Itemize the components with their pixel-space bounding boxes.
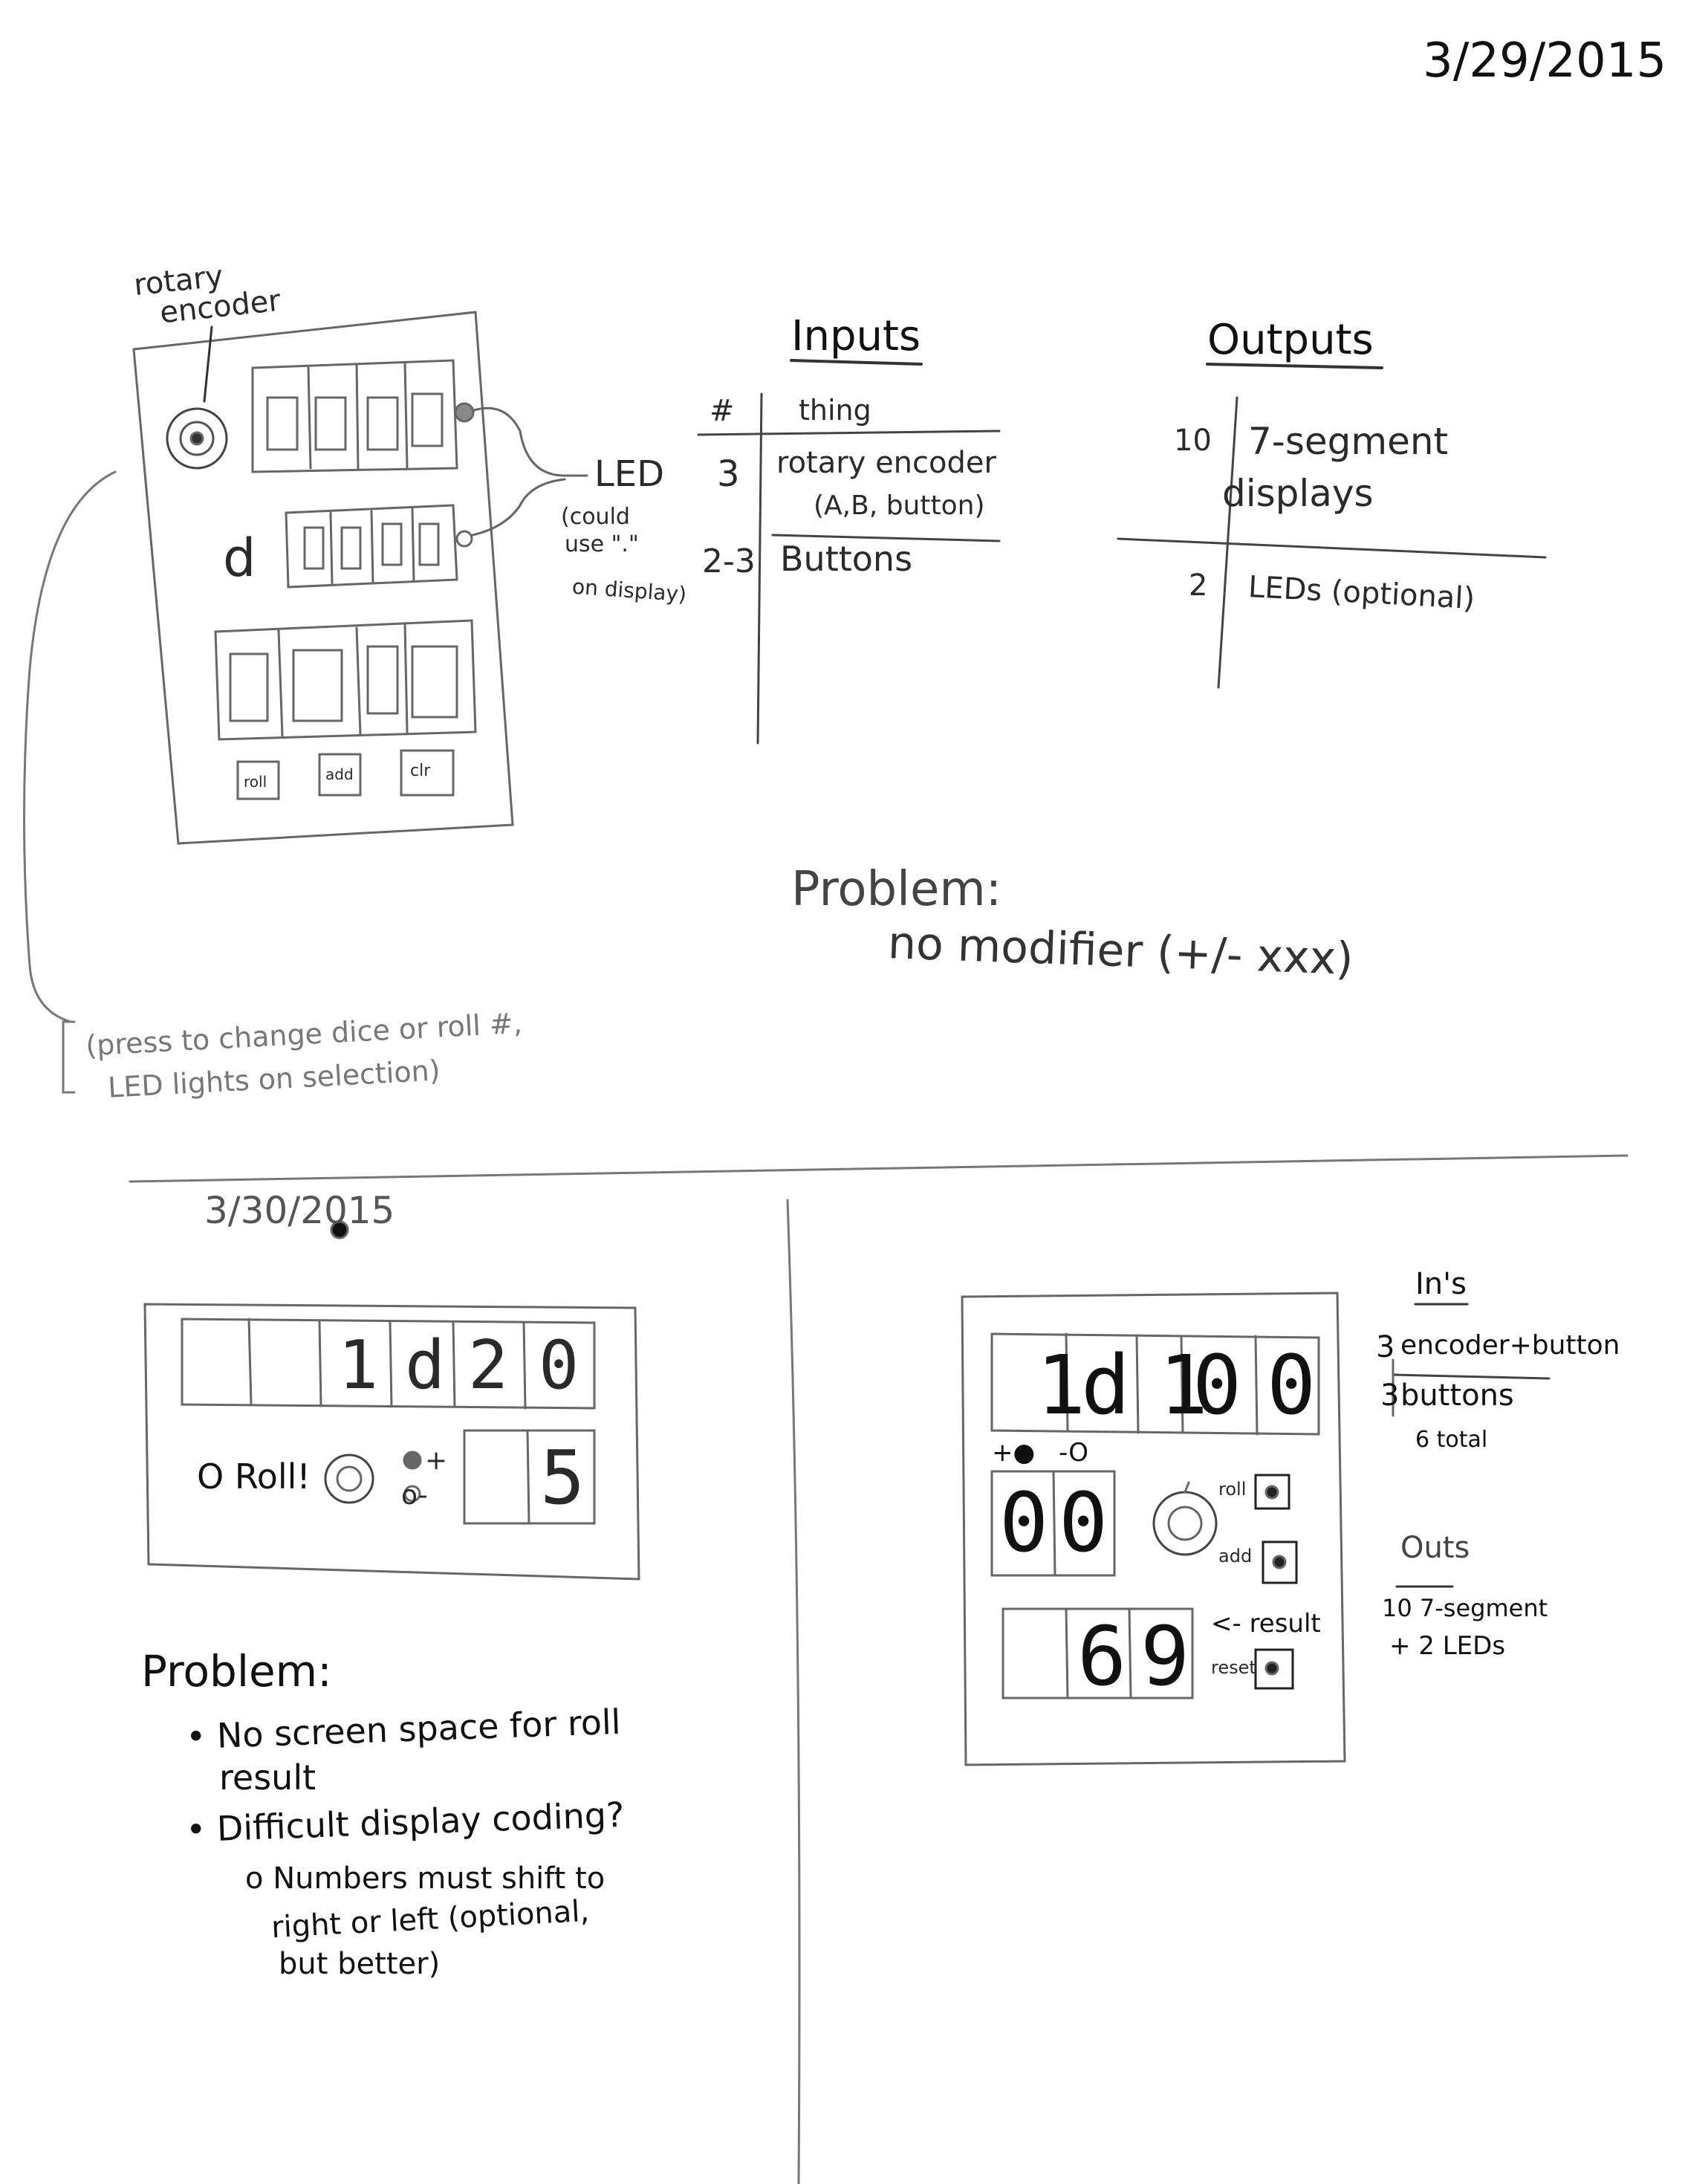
sketch2-digit-6: 0	[539, 1326, 579, 1404]
outputs-row1-thing-1: 7-segment	[1248, 420, 1449, 463]
sketch3-reset-label: reset	[1211, 1657, 1256, 1678]
sketch3-add-label: add	[1218, 1546, 1253, 1566]
problem2-sub-line3: but better)	[279, 1947, 441, 1981]
outputs-row1-thing-2: displays	[1222, 472, 1374, 515]
outs-line-1: 10 7-segment	[1382, 1594, 1548, 1622]
sketch3-top-digit-4: 0	[1192, 1338, 1242, 1433]
rotary-pointer	[203, 325, 213, 403]
sketch3-top-digit-1: 1	[1036, 1338, 1086, 1433]
problem2-sub-line1: o Numbers must shift to	[245, 1861, 606, 1896]
button-label-add: add	[325, 765, 354, 783]
device-outline-1	[132, 311, 514, 845]
button-clr-outline	[400, 749, 455, 797]
inputs-row2-count: 2-3	[702, 542, 756, 580]
inputs-title: Inputs	[791, 312, 921, 360]
date-top: 3/29/2015	[1423, 33, 1667, 88]
button-label-roll: roll	[244, 773, 267, 791]
sketch3-result-digit-2: 6	[1077, 1609, 1127, 1704]
rotary-encoder-2	[324, 1454, 374, 1504]
sketch2-modifier-digit: 5	[540, 1434, 585, 1521]
outputs-row1-count: 10	[1174, 424, 1212, 458]
led-plus	[403, 1451, 422, 1470]
ins-title: In's	[1415, 1267, 1467, 1301]
led-label: LED	[594, 453, 665, 495]
ins-row2-count: 3	[1380, 1378, 1400, 1413]
button-roll-outline	[236, 760, 280, 800]
sketch2-digit-5: 2	[468, 1326, 509, 1404]
sketch2-digit-4: d	[405, 1326, 446, 1404]
sketch3-roll-label: roll	[1218, 1479, 1247, 1500]
ins-total: 6 total	[1415, 1427, 1488, 1453]
inputs-header-count: #	[710, 394, 735, 428]
dice-d-label: d	[223, 528, 256, 589]
outs-title: Outs	[1400, 1531, 1470, 1565]
inputs-row1-thing-2: (A,B, button)	[814, 490, 985, 521]
inputs-row1-thing-1: rotary encoder	[776, 446, 996, 480]
button-add-3	[1262, 1540, 1298, 1584]
led-note-2: use "."	[565, 531, 639, 557]
button-add-outline	[318, 753, 362, 797]
button-reset-3	[1254, 1648, 1294, 1690]
sketch3-mod-label-plus: +●	[992, 1438, 1036, 1468]
inputs-row2-thing: Buttons	[780, 539, 913, 579]
device-outline-3	[961, 1292, 1346, 1766]
sketch3-top-digit-5: 0	[1267, 1338, 1316, 1433]
sketch2-digit-3: 1	[338, 1326, 379, 1404]
sketch3-mod-digit-2: 0	[1059, 1475, 1108, 1570]
ins-row1-thing: encoder+button	[1400, 1330, 1620, 1361]
date-bottom: 3/30/2015	[204, 1189, 395, 1232]
led-1	[454, 402, 475, 423]
button-label-clr: clr	[410, 762, 431, 780]
sketch3-top-digit-2: d	[1081, 1338, 1131, 1433]
button-roll-3	[1254, 1474, 1290, 1510]
inputs-header-thing: thing	[799, 394, 871, 427]
sketch3-mod-digit-1: 0	[999, 1475, 1049, 1570]
led-note-1: (could	[561, 504, 630, 530]
ins-row1-count: 3	[1376, 1330, 1395, 1364]
outs-line-2: + 2 LEDs	[1389, 1631, 1506, 1661]
ins-row2-thing: buttons	[1400, 1378, 1514, 1413]
outputs-title: Outputs	[1207, 316, 1374, 364]
problem2-title: Problem:	[141, 1646, 332, 1697]
sketch2-minus-label: o-	[401, 1480, 428, 1511]
inputs-row1-count: 3	[717, 453, 740, 495]
problem1-title: Problem:	[791, 862, 1002, 917]
sketch3-top-digit-3: 1	[1159, 1338, 1209, 1433]
rotary-encoder-knob	[166, 407, 228, 470]
rotary-encoder-3	[1152, 1491, 1218, 1556]
sketch3-mod-label-minus: -O	[1059, 1438, 1088, 1468]
outputs-row2-count: 2	[1189, 568, 1208, 603]
problem2-bullet1-line2: result	[219, 1757, 316, 1798]
device-outline-2	[143, 1303, 640, 1581]
sketch3-result-label: <- result	[1211, 1609, 1321, 1639]
sketch2-roll-label: O Roll!	[197, 1456, 311, 1497]
sketch3-result-digit-3: 9	[1140, 1609, 1190, 1704]
sketch2-plus-label: +	[425, 1445, 448, 1476]
